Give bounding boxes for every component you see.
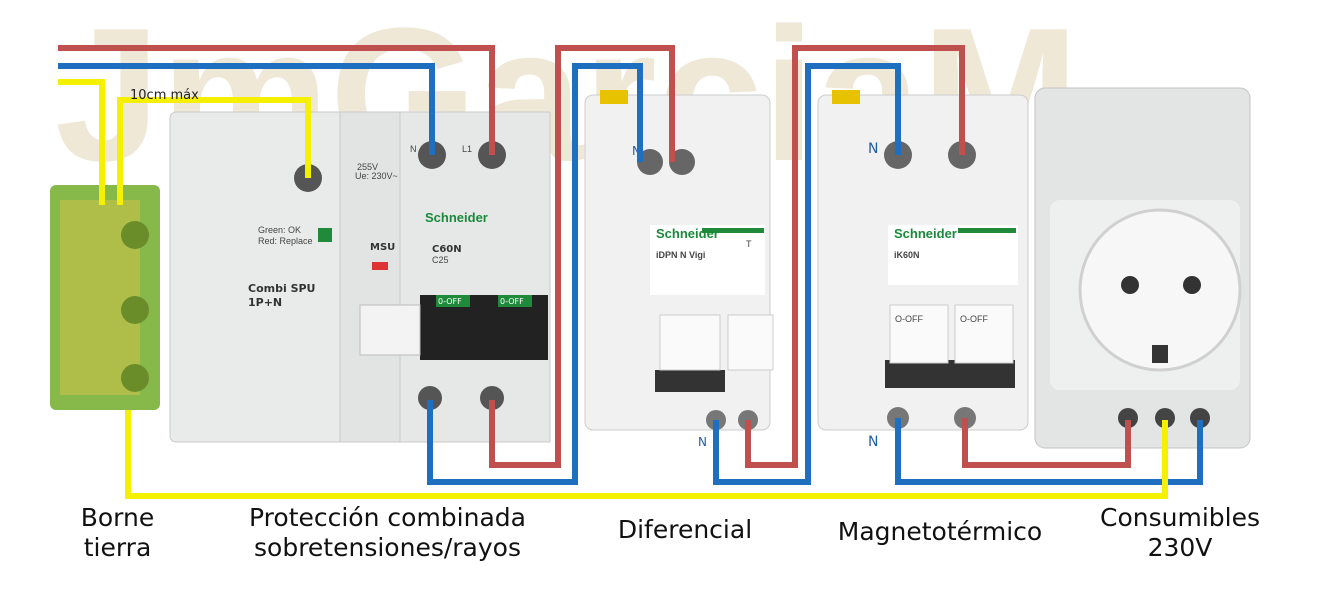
label-earth-terminal: Borne tierra — [80, 503, 155, 562]
neutral-wire — [58, 63, 435, 155]
earth-wire — [117, 97, 311, 205]
mag-n-top: N — [868, 141, 878, 157]
combi-poles: 1P+N — [248, 296, 282, 309]
c60n-switch-1: 0-OFF — [438, 297, 462, 306]
combi-spu-device: Green: OK Red: Replace Combi SPU 1P+N MS… — [169, 111, 551, 443]
c60n-n: N — [410, 144, 417, 154]
dif-n-bottom: N — [698, 435, 707, 449]
status-legend-red: Red: Replace — [258, 236, 313, 246]
c60n-switch-2: 0-OFF — [500, 297, 524, 306]
status-legend-green: Green: OK — [258, 225, 301, 235]
c60n-brand: Schneider — [425, 210, 488, 225]
mag-n-bottom: N — [868, 434, 878, 450]
neutral-wire — [895, 418, 1203, 485]
breaker-device: Schneider iK60N O-OFF O-OFF N N — [817, 90, 1029, 450]
dif-model: iDPN N Vigi — [656, 250, 705, 260]
neutral-wire — [427, 63, 643, 485]
mag-brand: Schneider — [894, 226, 957, 241]
earth-terminal-block — [50, 185, 160, 410]
phase-wire — [489, 45, 675, 468]
ue-label: Ue: 230V~ — [355, 171, 398, 181]
phase-wire — [745, 45, 965, 468]
c60n-curve: C25 — [432, 255, 449, 265]
neutral-wire — [713, 63, 901, 485]
dif-test-button: T — [746, 239, 752, 249]
earth-wire — [125, 410, 1168, 499]
phase-wire — [962, 418, 1131, 468]
label-loads: Consumibles 230V — [1100, 503, 1260, 562]
phase-wire — [58, 45, 495, 155]
earth-wire — [58, 79, 105, 205]
combi-name: Combi SPU — [248, 282, 315, 295]
differential-device: Schneider iDPN N Vigi T N N — [584, 90, 774, 449]
mag-switch-1: O-OFF — [895, 314, 923, 324]
dif-n-top: N — [632, 144, 641, 158]
label-breaker: Magnetotérmico — [837, 517, 1043, 546]
msu-label: MSU — [370, 242, 395, 253]
dif-brand: Schneider — [656, 226, 719, 241]
distance-annotation: 10cm máx — [130, 88, 199, 103]
wires — [58, 45, 1203, 499]
rating-label: 255V — [357, 162, 378, 172]
mag-model: iK60N — [894, 250, 920, 260]
mag-switch-2: O-OFF — [960, 314, 988, 324]
c60n-model: C60N — [432, 244, 462, 255]
c60n-l1: L1 — [462, 144, 472, 154]
socket-device — [1034, 87, 1251, 449]
label-combined-protection: Protección combinada sobretensiones/rayo… — [249, 503, 526, 562]
label-differential: Diferencial — [617, 515, 753, 544]
